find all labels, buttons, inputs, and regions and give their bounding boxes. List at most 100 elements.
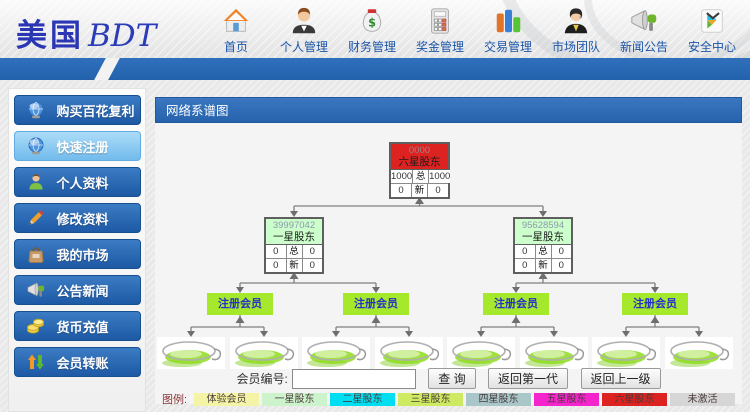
empty-slot-cup-icon[interactable] [375, 337, 443, 369]
sidebar-item-label: 修改资料 [56, 211, 109, 227]
node-header: 0000 六星股东 [391, 144, 448, 170]
stat-cell: 总 [535, 245, 552, 258]
empty-slot-cup-icon[interactable] [592, 337, 660, 369]
user-icon [26, 172, 46, 192]
nav-item-team[interactable]: 市场团队 [543, 6, 609, 55]
nav-label: 财务管理 [347, 40, 396, 54]
register-member-button[interactable]: 注册会员 [622, 293, 688, 315]
stat-cell: 0 [515, 245, 536, 258]
sidebar-item-transfer[interactable]: 会员转账 [13, 347, 141, 377]
sidebar-item-edit-profile[interactable]: 修改资料 [13, 203, 141, 233]
megaphone-icon [26, 280, 46, 300]
empty-slot-cup-icon[interactable] [230, 337, 298, 369]
empty-slot-cup-icon[interactable] [447, 337, 515, 369]
market-bag-icon [26, 244, 46, 264]
decor-slash [94, 58, 120, 80]
sidebar-item-label: 我的市场 [56, 247, 109, 263]
money-bag-icon: $ [357, 6, 387, 36]
register-member-button[interactable]: 注册会员 [483, 293, 549, 315]
node-header: 95628594 一星股东 [515, 219, 571, 245]
query-button[interactable]: 查 询 [428, 368, 476, 389]
tree-toolbar: 会员编号: 查 询 返回第一代 返回上一级 [155, 368, 742, 389]
sidebar-item-announcements[interactable]: 公告新闻 [13, 275, 141, 305]
main-panel: 网络系谱图 [155, 97, 742, 407]
sidebar-item-profile[interactable]: 个人资料 [13, 167, 141, 197]
stat-cell: 新 [535, 259, 552, 272]
empty-slot-cup-icon[interactable] [157, 337, 225, 369]
node-header: 39997042 一星股东 [266, 219, 322, 245]
logo-en-text: BDT [88, 18, 157, 54]
tree-node-child-left[interactable]: 39997042 一星股东 0 总 0 0 新 0 [264, 217, 324, 274]
stat-cell: 0 [266, 245, 287, 258]
team-icon [561, 6, 591, 36]
stat-cell: 0 [551, 245, 571, 258]
legend-item-inactive: 未激活 [670, 392, 736, 406]
member-id: 39997042 [272, 220, 316, 231]
member-id: 0000 [408, 145, 431, 156]
stat-cell: 0 [515, 259, 536, 272]
sidebar-item-label: 货币充值 [56, 319, 109, 335]
sidebar-item-label: 购买百花复利 [56, 103, 135, 119]
nav-item-news[interactable]: 新闻公告 [611, 6, 677, 55]
page-title: 网络系谱图 [155, 97, 742, 123]
back-first-generation-button[interactable]: 返回第一代 [488, 368, 569, 389]
sidebar-item-recharge[interactable]: 货币充值 [13, 311, 141, 341]
empty-slot-cup-icon[interactable] [520, 337, 588, 369]
calculator-icon [425, 6, 455, 36]
header-blue-bar [0, 58, 750, 80]
legend-item-one-star: 一星股东 [262, 392, 328, 406]
stat-cell: 0 [551, 259, 571, 272]
sidebar-item-buy-compound[interactable]: 购买百花复利 [13, 95, 141, 125]
security-icon [697, 6, 727, 36]
legend-item-six-star: 六星股东 [602, 392, 668, 406]
legend-item-three-star: 三星股东 [398, 392, 464, 406]
nav-item-finance[interactable]: $ 财务管理 [339, 6, 405, 55]
nav-label: 新闻公告 [619, 40, 668, 54]
stat-cell: 0 [428, 184, 448, 197]
legend-item-five-star: 五星股东 [534, 392, 600, 406]
member-rank: 六星股东 [398, 156, 441, 168]
nav-label: 交易管理 [483, 40, 532, 54]
sidebar-item-quick-register[interactable]: 快速注册 [13, 131, 141, 161]
member-id-input[interactable] [291, 368, 416, 389]
sidebar-item-label: 会员转账 [56, 355, 109, 371]
empty-slot-cup-icon[interactable] [302, 337, 370, 369]
legend: 图例: 体验会员 一星股东 二星股东 三星股东 四星股东 五星股东 六星股东 未… [155, 391, 742, 407]
member-rank: 一星股东 [273, 231, 315, 243]
legend-item-two-star: 二星股东 [330, 392, 396, 406]
stat-cell: 1000 [429, 170, 451, 183]
nav-item-home[interactable]: 首页 [203, 6, 269, 55]
stat-cell: 0 [391, 184, 412, 197]
back-up-level-button[interactable]: 返回上一级 [580, 368, 661, 389]
nav-item-trade[interactable]: 交易管理 [475, 6, 541, 55]
nav-item-bonus[interactable]: 奖金管理 [407, 6, 473, 55]
nav-label: 个人管理 [279, 40, 328, 54]
stat-cell: 新 [412, 184, 428, 197]
nav-item-security[interactable]: 安全中心 [679, 6, 745, 55]
nav-item-personal[interactable]: 个人管理 [271, 6, 337, 55]
stat-cell: 总 [286, 245, 303, 258]
tree-node-child-right[interactable]: 95628594 一星股东 0 总 0 0 新 0 [513, 217, 573, 274]
member-rank: 一星股东 [522, 231, 564, 243]
coins-icon [26, 316, 46, 336]
empty-slot-cup-icon[interactable] [665, 337, 733, 369]
legend-item-trial: 体验会员 [194, 392, 260, 406]
nav-label: 奖金管理 [415, 40, 464, 54]
stat-cell: 0 [266, 259, 287, 272]
sidebar-item-label: 快速注册 [56, 139, 109, 155]
stat-cell: 0 [302, 245, 322, 258]
register-member-button[interactable]: 注册会员 [343, 293, 409, 315]
person-icon [289, 6, 319, 36]
legend-label: 图例: [161, 394, 188, 406]
sidebar-item-my-market[interactable]: 我的市场 [13, 239, 141, 269]
register-member-button[interactable]: 注册会员 [207, 293, 273, 315]
legend-item-four-star: 四星股东 [466, 392, 532, 406]
member-id: 95628594 [521, 220, 565, 231]
nav-label: 首页 [223, 40, 248, 54]
megaphone-icon [629, 6, 659, 36]
genealogy-tree: 0000 六星股东 1000 总 1000 0 新 0 39997042 一星股… [155, 123, 742, 373]
tree-node-root[interactable]: 0000 六星股东 1000 总 1000 0 新 0 [389, 142, 451, 199]
nav-label: 市场团队 [551, 40, 600, 54]
globe-icon [26, 136, 46, 156]
